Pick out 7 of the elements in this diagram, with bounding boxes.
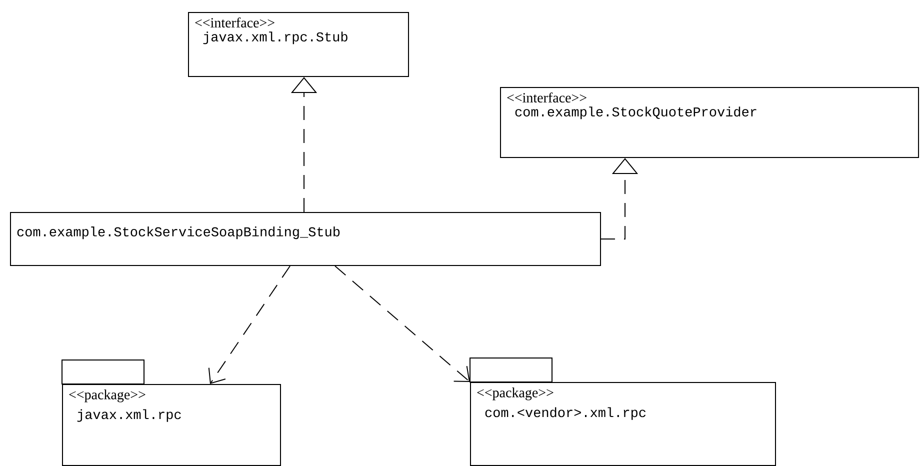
package-box: <<package>> com.<vendor>.xml.rpc [470,358,776,466]
interface-box: <<interface>> com.example.StockQuoteProvider [500,87,920,158]
class-box: com.example.StockServiceSoapBinding_Stub [10,212,601,266]
dependency-arrow [334,266,470,382]
package-box: <<package>> javax.xml.rpc [62,360,281,466]
dependency-arrow [208,266,290,384]
interface-box: <<interface>> javax.xml.rpc.Stub [188,12,409,77]
